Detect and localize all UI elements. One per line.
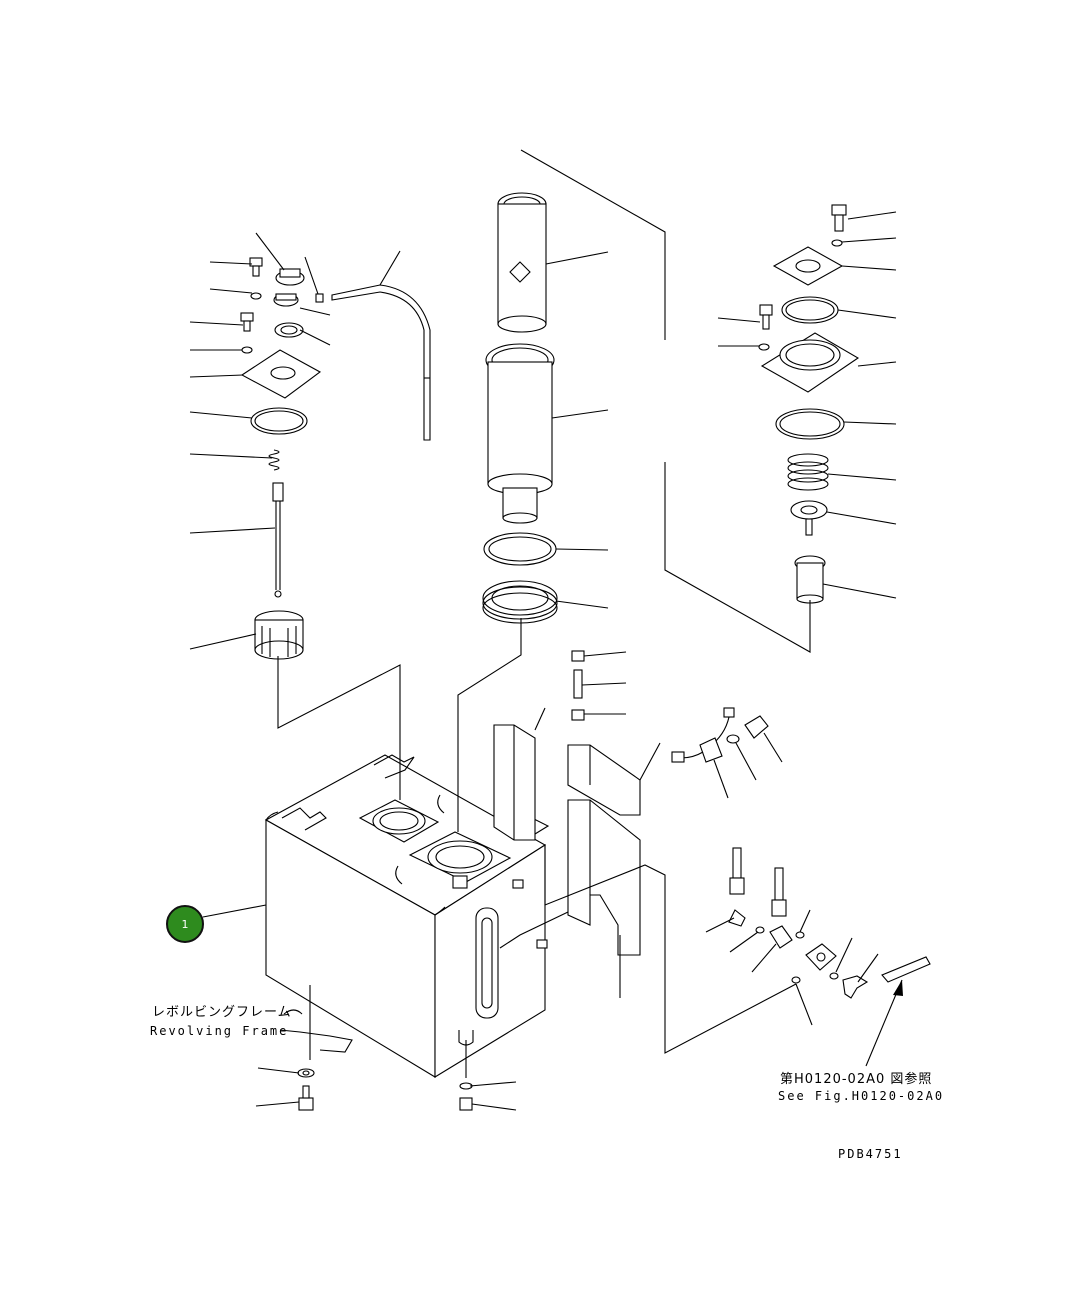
callout-circle[interactable] bbox=[166, 905, 204, 943]
return-filter-stack bbox=[482, 192, 558, 624]
suction-strainer-stack bbox=[758, 204, 860, 604]
breather-assembly bbox=[240, 257, 431, 660]
revolving-frame-en-label: Revolving Frame bbox=[150, 1024, 288, 1038]
suction-flange bbox=[408, 831, 512, 889]
callout-1[interactable]: 1 bbox=[166, 905, 204, 943]
revolving-frame-jp-label: レボルビングフレーム bbox=[152, 1005, 292, 1020]
assembly-connector-lines bbox=[277, 149, 811, 1054]
drawing-number: PDB4751 bbox=[838, 1147, 903, 1161]
see-fig-jp-label: 第H0120-02A0 図参照 bbox=[780, 1071, 932, 1087]
see-fig-en-label: See Fig.H0120-02A0 bbox=[778, 1089, 944, 1103]
baffle-plates bbox=[493, 724, 641, 956]
leader-lines bbox=[189, 211, 903, 1111]
hose-fittings bbox=[728, 847, 931, 999]
level-sensor bbox=[571, 650, 769, 763]
return-filter-flange bbox=[358, 799, 440, 843]
revolving-frame-outline bbox=[279, 1009, 353, 1053]
